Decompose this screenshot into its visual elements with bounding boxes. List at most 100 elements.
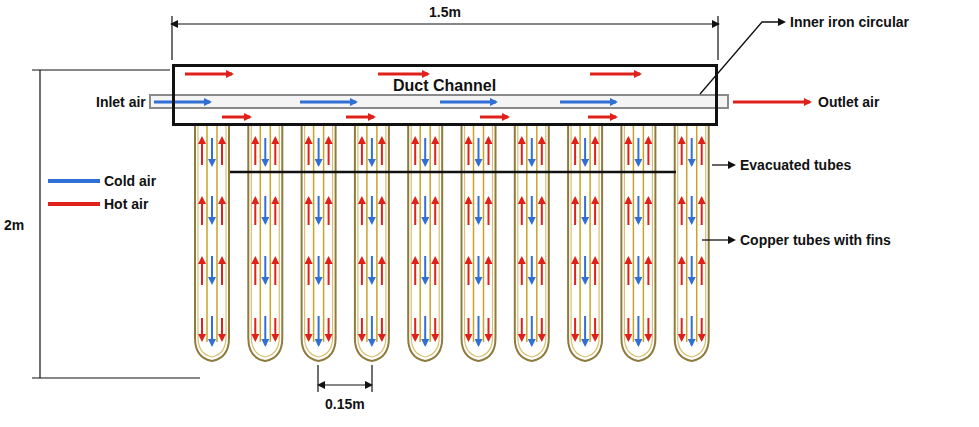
flow-arrow — [468, 138, 470, 165]
copper-tube — [313, 126, 315, 342]
flow-arrow — [701, 318, 703, 340]
flow-arrow — [381, 318, 383, 340]
flow-arrow — [574, 258, 576, 285]
flow-arrow — [371, 138, 373, 165]
copper-tube — [589, 126, 591, 342]
evacuated-tube — [195, 126, 229, 361]
flow-arrow — [681, 258, 683, 285]
flow-arrow — [201, 198, 203, 225]
copper-tube — [536, 126, 538, 342]
evacuated-tube — [675, 126, 709, 361]
inlet-label: Inlet air — [96, 94, 146, 110]
flow-arrow — [478, 256, 480, 283]
flow-arrow — [488, 138, 490, 165]
flow-arrow — [361, 138, 363, 165]
copper-tube — [260, 126, 262, 342]
flow-arrow — [221, 198, 223, 225]
flow-arrow — [637, 316, 639, 345]
copper-tube — [686, 126, 688, 342]
flow-arrow — [414, 258, 416, 285]
flow-arrow — [701, 138, 703, 165]
flow-arrow — [308, 318, 310, 340]
flow-arrow — [264, 138, 266, 165]
part-label: Inner iron circular — [790, 14, 909, 30]
flow-arrow — [328, 318, 330, 340]
evacuated-tube-inner — [411, 126, 439, 357]
flow-arrow — [531, 138, 533, 165]
flow-arrow — [328, 138, 330, 165]
leader-lines — [700, 22, 784, 240]
dimension-label: 2m — [4, 217, 24, 233]
flow-arrow — [201, 138, 203, 165]
flow-arrow — [414, 318, 416, 340]
evacuated-tube — [302, 126, 336, 361]
flow-arrow — [478, 316, 480, 345]
flow-arrow — [211, 316, 213, 345]
flow-arrow — [574, 198, 576, 225]
flow-arrow — [434, 198, 436, 225]
flow-arrow — [681, 318, 683, 340]
flow-arrow — [264, 316, 266, 345]
flow-arrow — [424, 316, 426, 345]
flow-arrow — [381, 138, 383, 165]
flow-arrow — [254, 258, 256, 285]
legend-text: Hot air — [104, 196, 148, 212]
dimension-label: 0.15m — [325, 396, 365, 412]
copper-tube — [270, 126, 272, 342]
flow-arrow — [361, 258, 363, 285]
flow-arrow — [434, 258, 436, 285]
flow-arrow — [521, 318, 523, 340]
flow-arrow — [424, 256, 426, 283]
flow-arrow — [264, 256, 266, 283]
flow-arrow — [574, 138, 576, 165]
flow-arrow — [531, 316, 533, 345]
evacuated-tube-inner — [571, 126, 599, 357]
flow-arrow — [584, 138, 586, 165]
flow-arrow — [691, 196, 693, 223]
flow-arrow — [681, 138, 683, 165]
inner-iron-pipe — [150, 95, 728, 108]
flow-arrow — [627, 258, 629, 285]
copper-tube — [429, 126, 431, 342]
flow-arrow — [627, 138, 629, 165]
evacuated-tube-inner — [358, 126, 386, 357]
evacuated-tube — [408, 126, 442, 361]
flow-arrow — [254, 198, 256, 225]
part-label: Evacuated tubes — [740, 157, 851, 173]
flow-arrow — [701, 198, 703, 225]
flow-arrow — [541, 138, 543, 165]
flow-arrow — [584, 256, 586, 283]
flow-arrow — [274, 138, 276, 165]
flow-arrow — [211, 256, 213, 283]
flow-arrow — [594, 258, 596, 285]
flow-arrow — [627, 198, 629, 225]
flow-arrow — [647, 258, 649, 285]
flow-arrow — [701, 258, 703, 285]
evacuated-tube — [355, 126, 389, 361]
copper-tube — [579, 126, 581, 342]
flow-arrow — [488, 258, 490, 285]
flow-arrow — [647, 138, 649, 165]
legend-text: Cold air — [104, 173, 156, 189]
flow-arrow — [691, 256, 693, 283]
flow-arrow — [541, 258, 543, 285]
flow-arrow — [521, 138, 523, 165]
flow-arrow — [647, 318, 649, 340]
flow-arrow — [434, 318, 436, 340]
flow-arrow — [221, 138, 223, 165]
flow-arrow — [414, 138, 416, 165]
flow-arrow — [308, 198, 310, 225]
duct-channel: Duct Channel — [172, 64, 718, 126]
flow-arrow — [318, 316, 320, 345]
flow-arrow — [381, 258, 383, 285]
evacuated-tube — [621, 126, 655, 361]
flow-arrow — [274, 258, 276, 285]
evacuated-tube — [515, 126, 549, 361]
flow-arrow — [584, 196, 586, 223]
flow-arrow — [434, 138, 436, 165]
dimension-label: 1.5m — [429, 4, 461, 20]
flow-arrow — [637, 138, 639, 165]
flow-arrow — [371, 196, 373, 223]
copper-tube — [216, 126, 218, 342]
